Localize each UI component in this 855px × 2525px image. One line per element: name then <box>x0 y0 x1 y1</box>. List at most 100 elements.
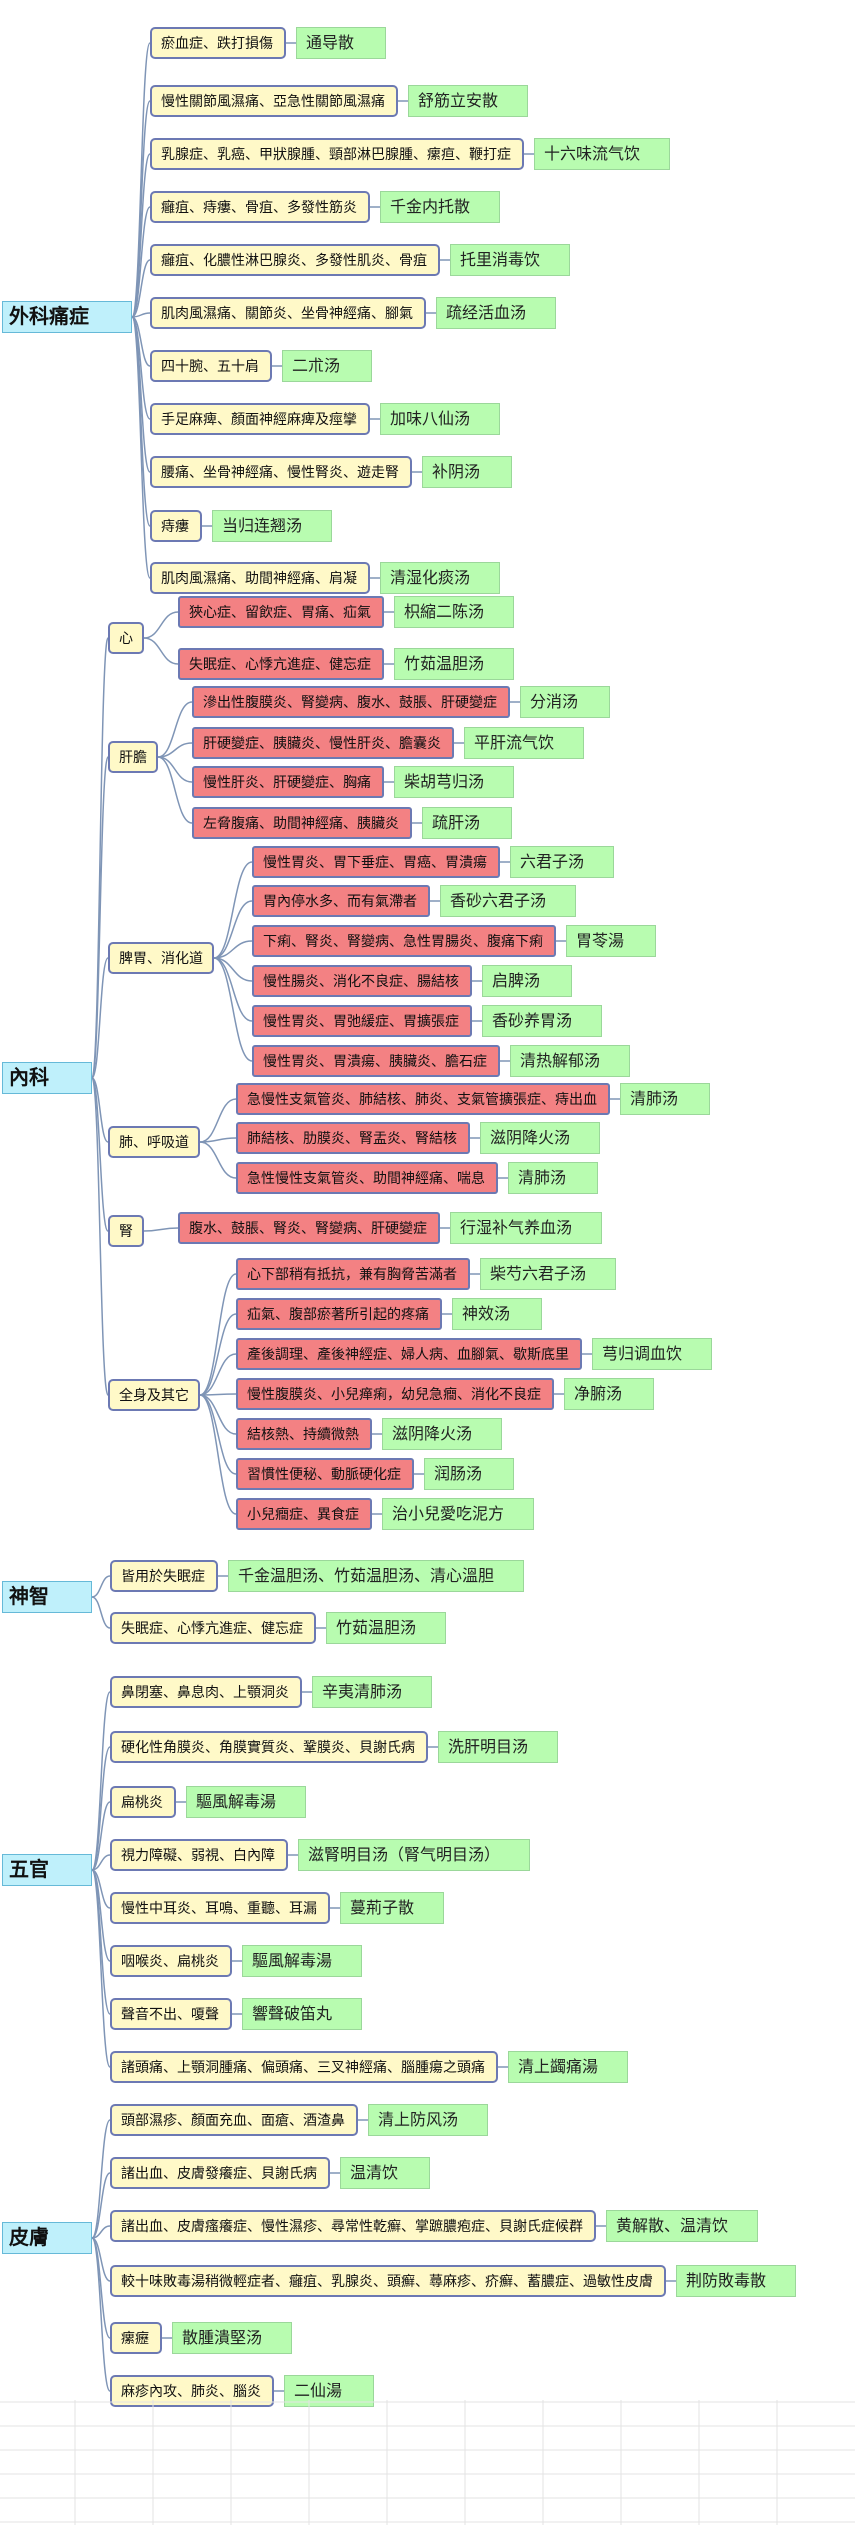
condition-node: 咽喉炎、扁桃炎 <box>110 1945 232 1977</box>
group-node: 肝膽 <box>108 741 158 773</box>
remedy-node: 通导散 <box>296 27 386 59</box>
remedy-node: 二朮汤 <box>282 350 372 382</box>
condition-node: 習慣性便秘、動脈硬化症 <box>236 1458 414 1490</box>
condition-node: 慢性胃炎、胃弛緩症、胃擴張症 <box>252 1005 472 1037</box>
category-node: 五官 <box>2 1854 92 1886</box>
remedy-node: 柴胡芎归汤 <box>394 766 514 798</box>
connector-line <box>91 1077 109 1396</box>
remedy-node: 行湿补气养血汤 <box>450 1212 602 1244</box>
connector-line <box>91 1575 111 1598</box>
remedy-node: 黄解散、温清饮 <box>606 2210 758 2242</box>
connector-line <box>91 1746 111 1871</box>
condition-node: 結核熱、持續微熱 <box>236 1418 372 1450</box>
connector-line <box>157 701 193 758</box>
condition-node: 腹水、鼓脹、腎炎、腎變病、肝硬變症 <box>178 1212 440 1244</box>
condition-node: 下痢、腎炎、腎變病、急性胃腸炎、腹痛下痢 <box>252 925 556 957</box>
remedy-node: 托里消毒饮 <box>450 244 570 276</box>
connector-line <box>131 42 151 318</box>
remedy-node: 滋腎明目汤（腎气明目汤） <box>298 1839 530 1871</box>
condition-node: 瘀血症、跌打損傷 <box>150 27 286 59</box>
remedy-node: 散腫潰堅汤 <box>172 2322 292 2354</box>
connector-line <box>91 1596 111 1629</box>
remedy-node: 治小兒愛吃泥方 <box>382 1498 534 1530</box>
remedy-node: 舒筋立安散 <box>408 85 528 117</box>
remedy-node: 千金温胆汤、竹茹温胆汤、清心溫胆 <box>228 1560 524 1592</box>
condition-node: 肌肉風濕痛、助間神經痛、肩凝 <box>150 562 370 594</box>
condition-node: 慢性肝炎、肝硬變症、胸痛 <box>192 766 384 798</box>
remedy-node: 洗肝明目汤 <box>438 1731 558 1763</box>
remedy-node: 香砂六君子汤 <box>440 885 576 917</box>
remedy-node: 荆防敗毒散 <box>676 2265 796 2297</box>
remedy-node: 六君子汤 <box>510 846 614 878</box>
connector-line <box>91 2225 111 2239</box>
connector-line <box>143 637 179 665</box>
connector-lines <box>91 42 676 2392</box>
condition-node: 小兒癎症、異食症 <box>236 1498 372 1530</box>
connector-line <box>143 611 179 639</box>
remedy-node: 驅風解毒湯 <box>242 1945 362 1977</box>
connector-line <box>91 756 109 1079</box>
condition-node: 心下部稍有抵抗，兼有胸脅苦滿者 <box>236 1258 470 1290</box>
condition-node: 癰疽、化膿性淋巴腺炎、多發性肌炎、骨疽 <box>150 244 440 276</box>
connector-line <box>157 756 193 824</box>
category-node: 外科痛症 <box>2 301 132 333</box>
remedy-node: 清上防风汤 <box>368 2104 488 2136</box>
category-node: 皮膚 <box>2 2222 92 2254</box>
condition-node: 聲音不出、嗄聲 <box>110 1998 232 2030</box>
category-node: 神智 <box>2 1581 92 1613</box>
remedy-node: 驅風解毒湯 <box>186 1786 306 1818</box>
connector-line <box>91 2172 111 2239</box>
condition-node: 視力障礙、弱視、白內障 <box>110 1839 288 1871</box>
group-node: 心 <box>108 622 144 654</box>
condition-node: 肺結核、肋膜炎、腎盂炎、腎結核 <box>236 1122 470 1154</box>
connector-line <box>131 206 151 318</box>
condition-node: 扁桃炎 <box>110 1786 176 1818</box>
condition-node: 慢性胃炎、胃潰瘍、胰臟炎、膽石症 <box>252 1045 500 1077</box>
condition-node: 頭部濕疹、顏面充血、面瘡、酒渣鼻 <box>110 2104 358 2136</box>
connector-line <box>157 742 193 758</box>
condition-node: 狹心症、留飲症、胃痛、疝氣 <box>178 596 384 628</box>
condition-node: 諸出血、皮膚瘙癢症、慢性濕疹、尋常性乾癬、掌蹠膿疱症、貝謝氏症候群 <box>110 2210 596 2242</box>
connector-line <box>199 1273 237 1396</box>
connector-line <box>91 1854 111 1871</box>
remedy-node: 胃苓湯 <box>566 925 656 957</box>
condition-node: 慢性胃炎、胃下垂症、胃癌、胃潰瘍 <box>252 846 500 878</box>
condition-node: 產後調理、產後神經症、婦人病、血腳氣、歇斯底里 <box>236 1338 582 1370</box>
remedy-node: 蔓荊子散 <box>340 1892 444 1924</box>
remedy-node: 神效汤 <box>452 1298 542 1330</box>
remedy-node: 竹茹温胆汤 <box>394 648 514 680</box>
condition-node: 諸出血、皮膚發癢症、貝謝氏病 <box>110 2157 330 2189</box>
condition-node: 失眠症、心悸亢進症、健忘症 <box>110 1612 316 1644</box>
connector-line <box>213 900 253 959</box>
condition-node: 手足麻痺、顏面神經麻痺及痙攣 <box>150 403 370 435</box>
condition-node: 瘰癧 <box>110 2322 162 2354</box>
connector-line <box>91 957 109 1079</box>
group-node: 肺、呼吸道 <box>108 1126 200 1158</box>
condition-node: 失眠症、心悸亢進症、健忘症 <box>178 648 384 680</box>
condition-node: 急性慢性支氣管炎、助間神經痛、喘息 <box>236 1162 498 1194</box>
connector-line <box>91 1691 111 1871</box>
condition-node: 慢性腸炎、消化不良症、腸結核 <box>252 965 472 997</box>
condition-node: 慢性關節風濕痛、亞急性關節風濕痛 <box>150 85 398 117</box>
condition-node: 肝硬變症、胰臟炎、慢性肝炎、膽囊炎 <box>192 727 454 759</box>
remedy-node: 当归连翘汤 <box>212 510 332 542</box>
connector-line <box>199 1394 237 1475</box>
remedy-node: 平肝流气饮 <box>464 727 584 759</box>
condition-node: 左脅腹痛、助間神經痛、胰臟炎 <box>192 807 412 839</box>
condition-node: 乳腺症、乳癌、甲狀腺腫、頸部淋巴腺腫、瘰疸、鞭打症 <box>150 138 524 170</box>
remedy-node: 净腑汤 <box>564 1378 654 1410</box>
condition-node: 痔瘻 <box>150 510 202 542</box>
condition-node: 較十味敗毒湯稍微輕症者、癰疽、乳腺炎、頭癬、蕁麻疹、疥癬、蓄膿症、過敏性皮膚 <box>110 2265 666 2297</box>
connector-line <box>91 2237 111 2392</box>
remedy-node: 響聲破笛丸 <box>242 1998 362 2030</box>
condition-node: 肌肉風濕痛、關節炎、坐骨神經痛、腳氣 <box>150 297 426 329</box>
remedy-node: 清热解郁汤 <box>510 1045 630 1077</box>
condition-node: 胃內停水多、而有氣滯者 <box>252 885 430 917</box>
connector-line <box>131 316 151 527</box>
connector-line <box>131 316 151 579</box>
spreadsheet-grid <box>0 2400 855 2525</box>
connector-line <box>199 1313 237 1396</box>
connector-line <box>199 1098 237 1143</box>
remedy-node: 芎归调血饮 <box>592 1338 712 1370</box>
connector-line <box>199 1353 237 1396</box>
